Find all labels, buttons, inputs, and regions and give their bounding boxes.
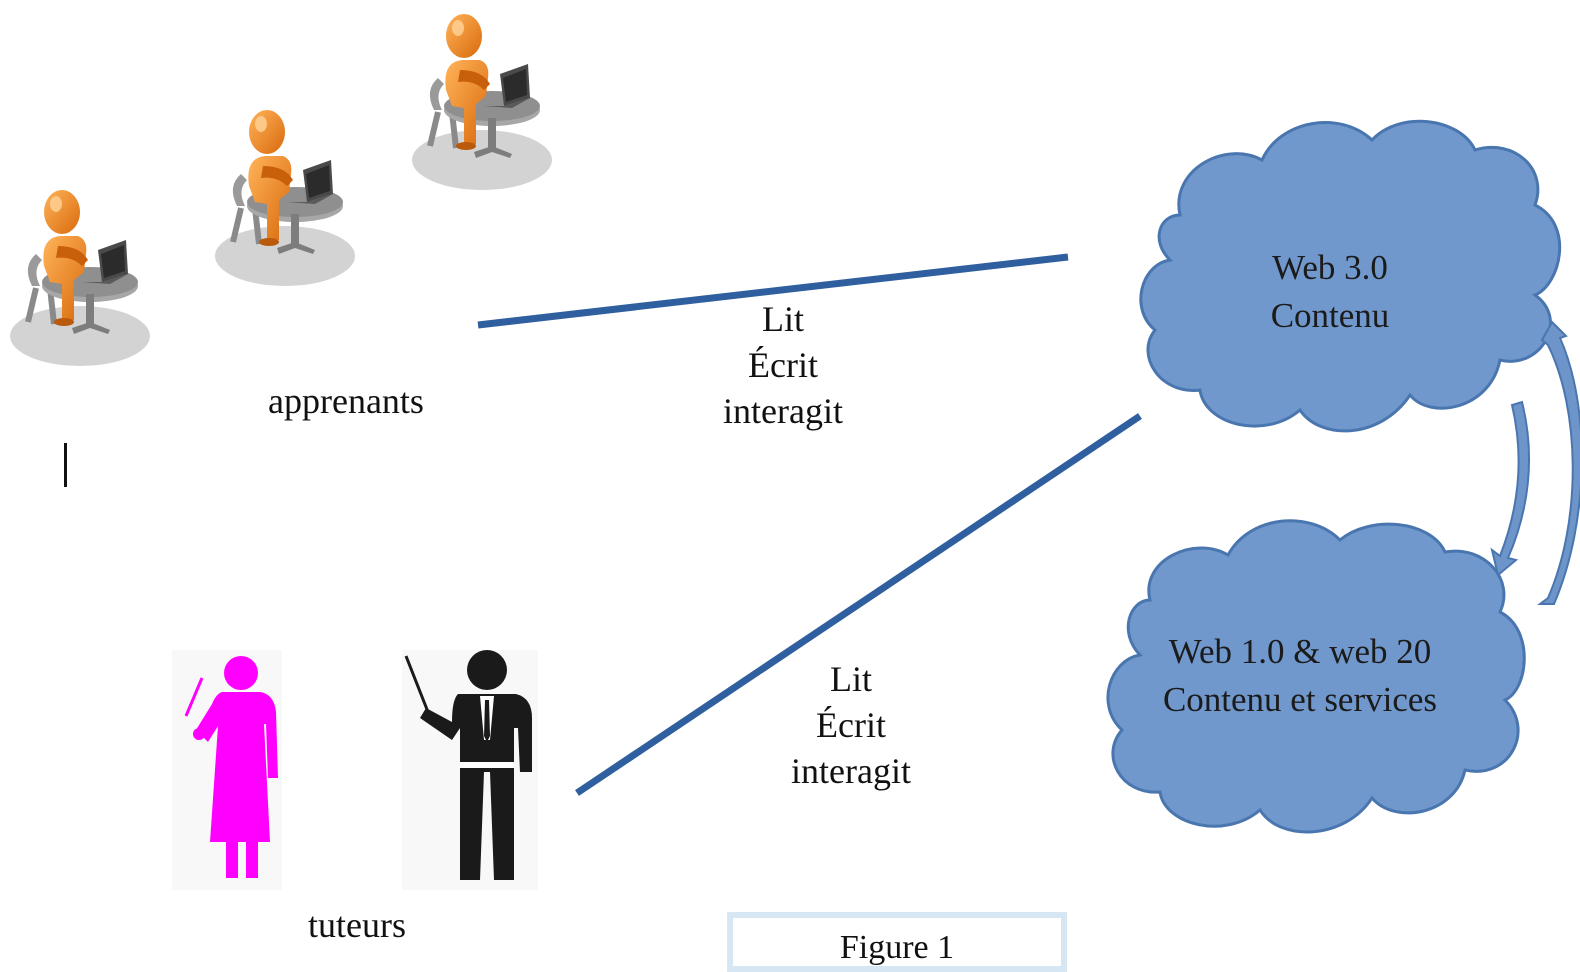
edge-bottom-label: Lit Écrit interagit: [768, 656, 934, 794]
figure-caption: Figure 1: [839, 929, 955, 966]
learner-figure-2: [215, 110, 355, 286]
learner-figure-1: [10, 190, 150, 366]
edge-top-line1: Lit: [762, 299, 804, 339]
edge-bottom-line3: interagit: [791, 751, 911, 791]
cloud-web3-label: Web 3.0 Contenu: [1220, 244, 1440, 340]
text-cursor: [64, 443, 67, 487]
cloud-web12-line1: Web 1.0 & web 20: [1168, 632, 1432, 671]
figure-caption-box: Figure 1: [727, 912, 1067, 972]
learners-label: apprenants: [268, 381, 424, 421]
edge-top-line3: interagit: [723, 391, 843, 431]
connector-learners-web3: [477, 253, 1069, 329]
female-tutor-figure: [172, 650, 282, 890]
edge-top-label: Lit Écrit interagit: [700, 296, 866, 434]
edge-top-line2: Écrit: [748, 345, 818, 385]
diagram-svg: [0, 0, 1580, 890]
tutors-label: tuteurs: [308, 905, 406, 945]
curved-arrow-down: [1490, 400, 1530, 577]
cloud-web12-line2: Contenu et services: [1162, 680, 1438, 719]
male-tutor-figure: [402, 650, 538, 890]
cloud-web3-line2: Contenu: [1270, 296, 1390, 335]
edge-bottom-line1: Lit: [830, 659, 872, 699]
connector-tutors-web3: [575, 413, 1142, 796]
curved-arrow-up: [1537, 320, 1580, 605]
learner-figure-3: [412, 14, 552, 190]
edge-bottom-line2: Écrit: [816, 705, 886, 745]
cloud-web3-line1: Web 3.0: [1272, 248, 1388, 287]
cloud-web3-shape: [1139, 119, 1562, 433]
cloud-web12-shape: [1106, 519, 1526, 834]
cloud-web12-label: Web 1.0 & web 20 Contenu et services: [1130, 628, 1470, 724]
